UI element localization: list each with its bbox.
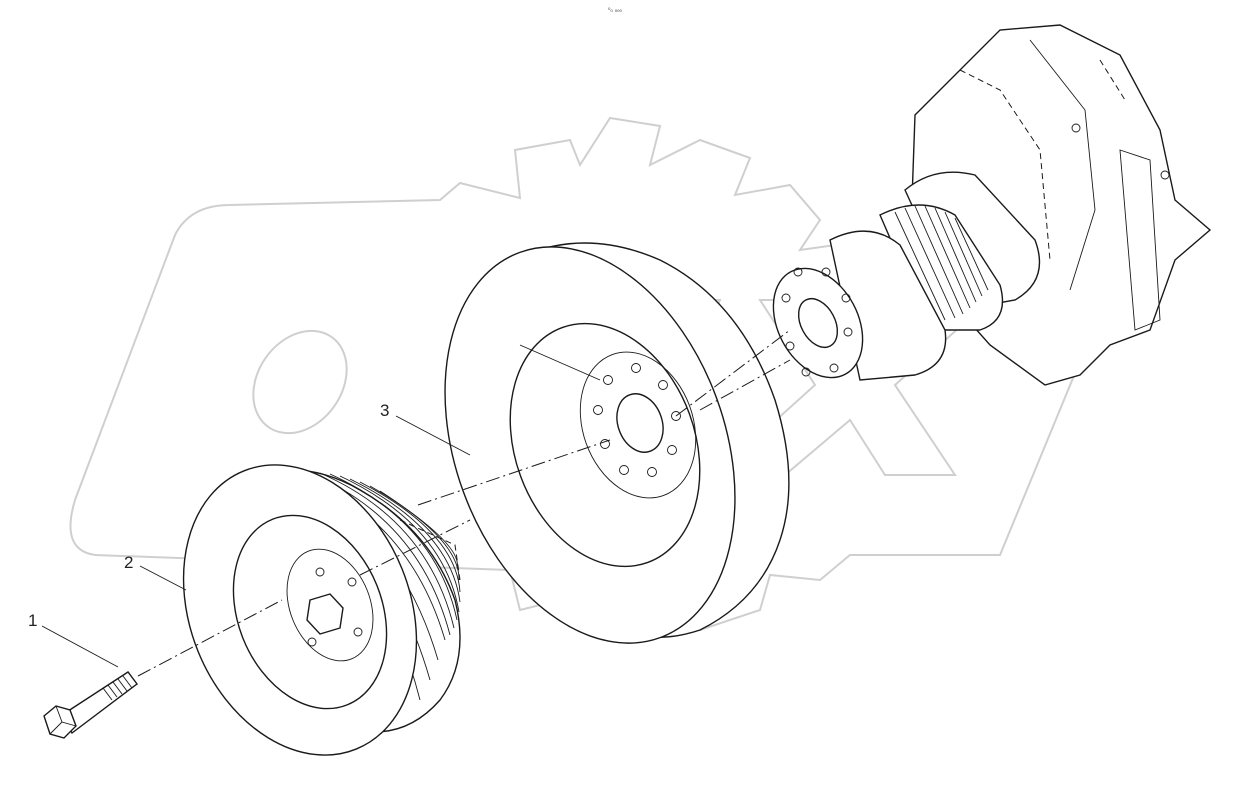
crank-spline-nose	[879, 204, 1004, 331]
part-1-hex-bolt	[43, 671, 138, 739]
pulley-hub-boss	[286, 548, 374, 662]
crank-hub-bolt-holes	[781, 267, 853, 377]
callout-2-label: 2	[124, 553, 133, 572]
callout-2-leader	[139, 565, 187, 591]
damper-inner-recess	[509, 322, 701, 568]
header-code: ⁰₀ ₀₀₀	[608, 7, 623, 14]
pulley-bolt-head	[306, 593, 344, 635]
callout-3-leader	[395, 415, 471, 456]
callout-1-label: 1	[28, 611, 37, 630]
pulley-front-face	[182, 464, 418, 756]
pulley-inner-web	[232, 514, 388, 710]
bolt-thread	[102, 675, 133, 701]
part-3-damper-pulley	[444, 242, 790, 644]
crank-hub-bore	[797, 297, 839, 349]
damper-front-face	[444, 246, 736, 644]
crank-hub-face	[772, 267, 864, 379]
callout-3: 3	[380, 401, 471, 456]
part-2-belt-pulley	[182, 464, 461, 756]
watermark-gear-outline	[69, 116, 1132, 632]
damper-hub-ring	[579, 351, 697, 499]
assembly-centerlines	[137, 329, 791, 677]
callout-1-leader	[41, 625, 119, 668]
crankshaft-assembly	[772, 24, 1212, 386]
crank-spline-teeth	[894, 205, 989, 321]
damper-center-bore	[616, 393, 664, 453]
damper-bolt-holes	[593, 363, 681, 477]
watermark-letter-o	[252, 329, 348, 435]
callout-3-label: 3	[380, 401, 389, 420]
pulley-bolt-holes	[307, 567, 363, 647]
callout-1: 1	[28, 611, 119, 668]
callout-2: 2	[124, 553, 187, 591]
